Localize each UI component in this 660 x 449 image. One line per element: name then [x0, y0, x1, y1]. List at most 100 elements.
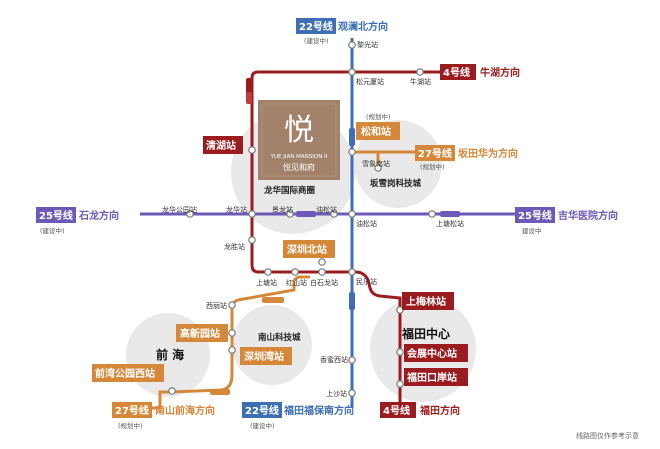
station-label: 景龙站 [272, 205, 293, 214]
futian-label: 福田中心 [401, 326, 450, 341]
project-cn-name: 悦见和府 [283, 162, 315, 172]
station-label: 龙华公园站 [162, 205, 197, 214]
station-dot [396, 380, 404, 388]
line22-north-badge [296, 18, 336, 34]
station-dot [248, 236, 256, 244]
station-dot [348, 210, 356, 218]
station-label: 香蜜西站 [320, 355, 348, 364]
qianhai-label: 前 海 [156, 347, 184, 362]
station-label: 龙胜站 [224, 242, 245, 251]
line4-south-line: 4号线 [383, 404, 410, 417]
bantian-label: 坂雪岗科技城 [370, 178, 422, 189]
line25-east-badge [515, 207, 555, 223]
line22-south-badge [242, 402, 282, 418]
nanshan-label: 南山科技城 [258, 332, 301, 343]
line25-east-line: 25号线 [518, 209, 552, 222]
station-dot [228, 346, 236, 354]
gaoxinyuan-station-label: 高新园站 [180, 327, 220, 340]
station-dot [318, 258, 326, 266]
station-dot [374, 164, 382, 172]
station-label: 油松站 [316, 205, 337, 214]
station-label: 雪象南站 [362, 159, 390, 168]
station-dot [228, 329, 236, 337]
station-dot [348, 356, 356, 364]
station-dot [168, 387, 176, 395]
station-label: 黎光站 [357, 40, 378, 49]
line4-south-dest: 福田方向 [419, 404, 460, 417]
station-label: 上塘松站 [436, 219, 464, 228]
station-dot [248, 146, 256, 154]
station-dot [348, 41, 356, 49]
longhua-cbd-label: 龙华国际商圈 [263, 185, 315, 196]
futiankouan-station-label: 福田口岸站 [406, 371, 457, 384]
station-dot [286, 210, 294, 218]
line22-south-line: 22号线 [245, 404, 279, 417]
huizhan-station-box [404, 344, 468, 362]
line27-south-dest: 南山前海方向 [155, 404, 215, 417]
qinghu-station-label: 清湖站 [206, 139, 236, 152]
line4-north-line: 4号线 [443, 66, 470, 79]
station-dot [428, 210, 436, 218]
shenzhenbei-station-label: 深圳北站 [287, 243, 327, 256]
train-icon [349, 292, 355, 310]
line22-north-dest: 观澜北方向 [338, 20, 388, 33]
station-label: 上沙站 [326, 389, 347, 398]
station-dot [291, 268, 299, 276]
qinghu-station-box [203, 136, 243, 154]
line4-south-badge [380, 402, 416, 418]
project-card: 悦 YUE JIAN MANSION II 悦见和府 [258, 100, 340, 180]
line27-north-dest: 坂田华为方向 [458, 147, 518, 160]
qianwan-station-box [92, 364, 164, 382]
station-dot [228, 301, 236, 309]
line25-west-line: 25号线 [39, 209, 73, 222]
qianwan-station-label: 前湾公园西站 [95, 367, 155, 380]
train-icon [210, 389, 230, 395]
nanshan-district-circle [232, 305, 312, 385]
line25-west-sub: (建设中) [40, 226, 65, 235]
station-dot [186, 210, 194, 218]
station-dot [318, 268, 326, 276]
line27-south-sub: (规划中) [118, 421, 143, 430]
train-icon [349, 128, 355, 146]
station-dot [348, 268, 356, 276]
station-label: 牛湖站 [410, 77, 431, 86]
songhe-note: (规划中) [366, 112, 391, 121]
songhe-station-label: 松和站 [361, 125, 391, 138]
train-icon [296, 211, 316, 217]
project-en-name: YUE JIAN MANSION II [270, 154, 328, 160]
station-dot [348, 68, 356, 76]
line22-north-line: 22号线 [299, 20, 333, 33]
station-label: 上塘站 [256, 278, 277, 287]
station-dot [248, 210, 256, 218]
train-icon [246, 92, 252, 104]
station-label: 龙华站 [226, 205, 247, 214]
line25-west-badge [36, 207, 76, 223]
shenzhenbei-station-box [283, 240, 335, 258]
bantian-district-circle [354, 120, 442, 208]
station-dot [348, 389, 356, 397]
futiankouan-station-box [404, 368, 468, 386]
project-logo-char: 悦 [284, 113, 314, 148]
line25-east-sub: 建设中 [522, 226, 542, 235]
station-label: 西丽站 [206, 301, 227, 310]
line27-south-badge [112, 402, 152, 418]
line4-north-badge [440, 64, 476, 80]
footer-note: 线路图仅作参考示意 [576, 431, 639, 440]
shangmeilin-station-label: 上梅林站 [406, 295, 446, 308]
station-label: 松元厦站 [356, 77, 384, 86]
songhe-station-box [356, 122, 400, 140]
station-dot [264, 268, 272, 276]
huizhan-station-label: 会展中心站 [407, 347, 457, 360]
line22-north-sub: (建设中) [304, 36, 329, 45]
station-dot [348, 148, 356, 156]
train-icon [262, 297, 284, 303]
line27-north-line: 27号线 [418, 147, 452, 160]
line22-south-dest: 福田福保南方向 [283, 404, 354, 417]
train-icon [440, 211, 460, 217]
line25-west-dest: 石龙方向 [78, 209, 119, 222]
line4-north-dest: 牛湖方向 [480, 66, 520, 79]
shenzhenwan-station-label: 深圳湾站 [244, 350, 284, 363]
station-label: 白石龙站 [310, 278, 338, 287]
gaoxinyuan-station-box [176, 324, 228, 342]
